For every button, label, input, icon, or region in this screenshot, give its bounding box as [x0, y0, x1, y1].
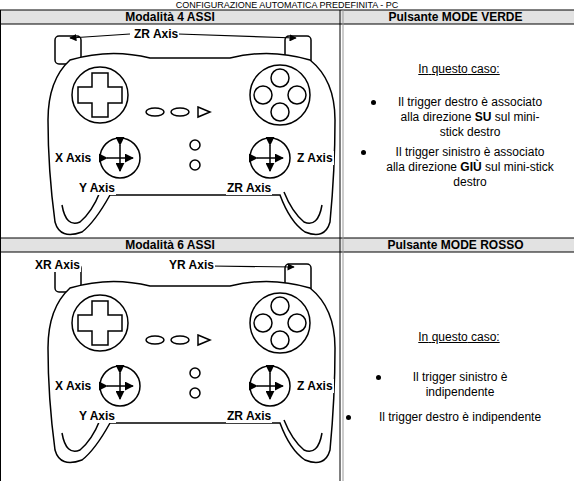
axis-label: Y Axis	[78, 181, 116, 195]
note-heading: In questo caso:	[347, 62, 571, 76]
bullet-text: Il trigger destro è associato alla direz…	[395, 95, 545, 140]
bullet-dot	[376, 375, 381, 380]
column-header: Pulsante MODE VERDE	[340, 10, 571, 24]
axis-label: ZR Axis	[133, 27, 179, 41]
column-header: Modalità 4 ASSI	[0, 10, 340, 24]
axis-label: ZR Axis	[226, 409, 272, 423]
column-header: Pulsante MODE ROSSO	[340, 238, 571, 252]
axis-label: Z Axis	[296, 151, 334, 165]
axis-label: X Axis	[54, 151, 92, 165]
bullet-dot	[346, 415, 351, 420]
axis-label: X Axis	[54, 379, 92, 393]
bullet-text: Il trigger sinistro è indipendente	[400, 370, 520, 400]
page-heading: CONFIGURAZIONE AUTOMATICA PREDEFINITA - …	[0, 0, 574, 10]
axis-label: YR Axis	[168, 258, 215, 272]
column-header: Modalità 6 ASSI	[0, 238, 340, 252]
bullet-dot	[371, 100, 376, 105]
bullet-text: Il trigger destro è indipendente	[370, 410, 550, 425]
bullet-dot	[361, 150, 366, 155]
axis-label: XR Axis	[34, 258, 81, 272]
axis-label: Y Axis	[78, 409, 116, 423]
note-heading: In questo caso:	[347, 330, 571, 344]
bullet-text: Il trigger sinistro è associato alla dir…	[385, 145, 555, 190]
axis-label: Z Axis	[296, 379, 334, 393]
axis-label: ZR Axis	[226, 181, 272, 195]
